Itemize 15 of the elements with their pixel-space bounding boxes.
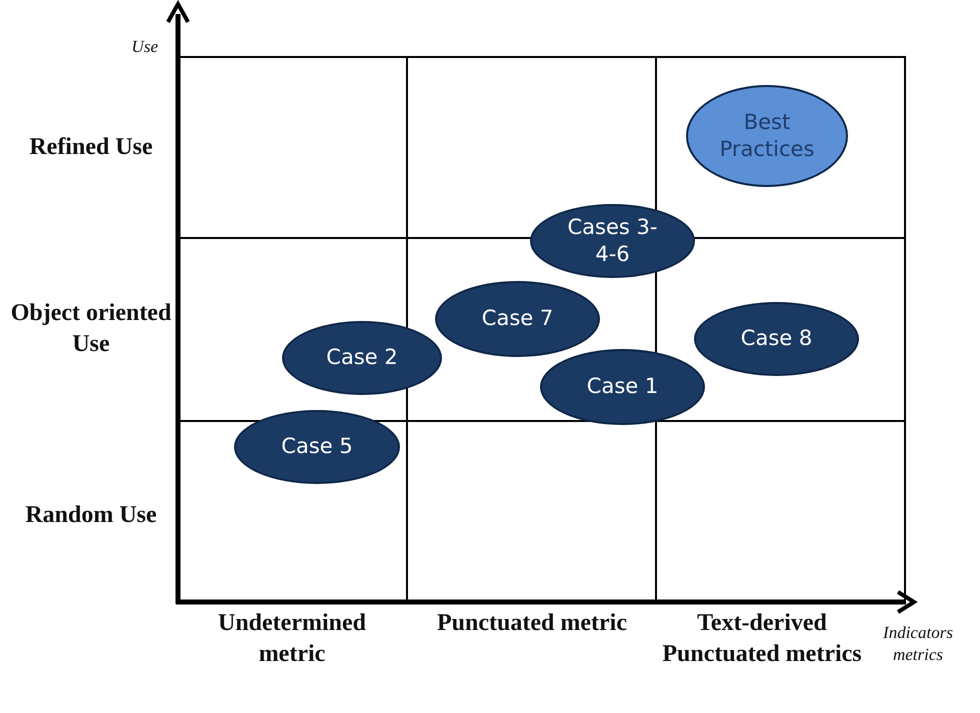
case-ellipse: Case 1 [540, 349, 705, 425]
column-label: Punctuated metric [436, 609, 628, 638]
case-ellipse: Cases 3-4-6 [530, 204, 695, 278]
case-ellipse: Case 7 [435, 281, 600, 357]
row-label: Object oriented Use [10, 299, 172, 360]
case-ellipse: Best Practices [686, 85, 848, 187]
row-label: Random Use [24, 501, 158, 530]
case-ellipse: Case 5 [234, 410, 400, 484]
column-label: Text-derived Punctuated metrics [662, 609, 862, 670]
case-ellipse: Case 8 [694, 302, 859, 376]
case-ellipse: Case 2 [282, 321, 442, 395]
column-label: Undetermined metric [217, 609, 367, 670]
row-label: Refined Use [28, 133, 154, 162]
axis-title: Indicators metrics [882, 622, 954, 666]
axis-title: Use [130, 36, 158, 58]
